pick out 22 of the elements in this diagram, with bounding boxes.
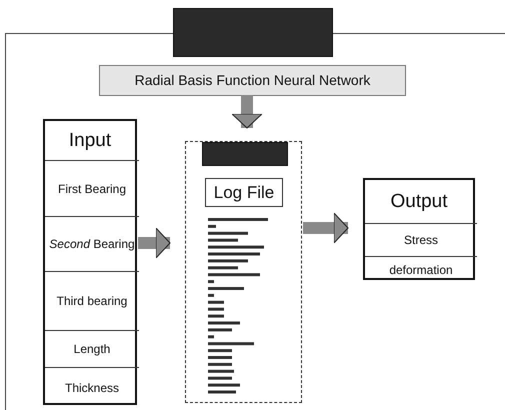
label-text: Log File [214,182,274,204]
label-text: Thickness [64,380,120,396]
label-text: Length [74,341,110,358]
label-text: deformation [389,262,453,278]
block-arrow [303,212,348,244]
block-arrow [232,95,262,128]
log-box [205,178,283,207]
label-text: First Bearing [58,180,126,198]
label-text: Radial Basis Function Neural Network [134,71,370,90]
table-heading: Input [68,129,112,153]
table-box [43,119,137,405]
frame-box [5,33,505,410]
label-text: Second Bearing [49,236,135,253]
block-arrow [138,228,170,258]
header-block [173,8,333,57]
table-heading: Output [389,190,449,214]
label-text: Stress [404,232,438,249]
header-block [202,142,288,166]
document-panel [185,141,302,403]
table-box [363,178,475,280]
method-box [99,65,406,96]
label-text: Third bearing [56,293,128,310]
